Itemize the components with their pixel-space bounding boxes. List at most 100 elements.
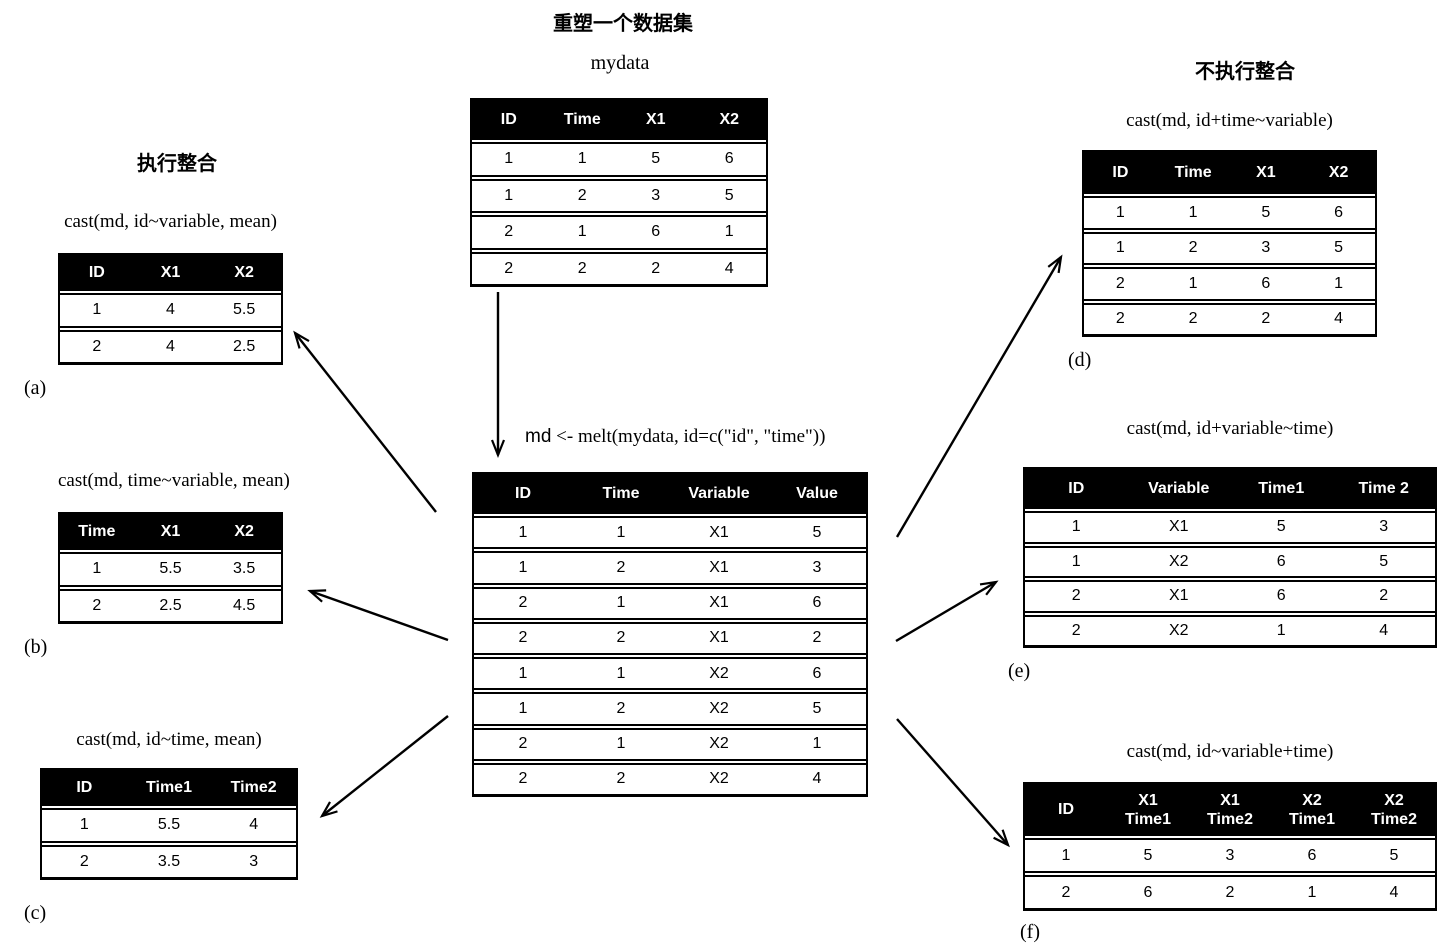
table-cell: 1 bbox=[616, 594, 626, 612]
column-header: ID bbox=[1068, 480, 1085, 498]
column-header: Time1 bbox=[146, 779, 192, 797]
column-header: ID bbox=[500, 111, 517, 129]
table-cell: 1 bbox=[92, 301, 102, 319]
table-cell: 6 bbox=[1334, 203, 1344, 221]
table-cell: 5 bbox=[1379, 552, 1389, 570]
table-cell: X2 bbox=[709, 699, 729, 717]
caption-table-f: cast(md, id~variable+time) bbox=[1126, 741, 1334, 762]
column-header: ID bbox=[1058, 801, 1074, 819]
column-header: X1 bbox=[645, 111, 666, 129]
table-cell: 3.5 bbox=[233, 560, 256, 578]
table-cell: 1 bbox=[518, 558, 528, 576]
table-cell: 2.5 bbox=[159, 596, 182, 614]
table-cell: 5 bbox=[724, 186, 734, 204]
table-cell: 4 bbox=[166, 301, 175, 319]
column-header: X2 bbox=[719, 111, 740, 129]
column-header: Variable bbox=[1148, 480, 1210, 498]
table-cell: 4 bbox=[1389, 883, 1399, 901]
table-cell: 5 bbox=[1389, 846, 1399, 864]
table-cell: 1 bbox=[518, 664, 528, 682]
table-cell: 5 bbox=[1334, 239, 1344, 257]
table-cell: 4.5 bbox=[233, 596, 256, 614]
table-cell: 5 bbox=[651, 150, 661, 168]
column-header: ID bbox=[1112, 164, 1129, 182]
column-header: X2 bbox=[234, 264, 254, 282]
table-cell: 3 bbox=[651, 186, 661, 204]
column-header: Time 2 bbox=[1358, 480, 1409, 498]
table-cell: 6 bbox=[1261, 274, 1271, 292]
left-section-heading: 执行整合 bbox=[137, 153, 217, 175]
column-header: ID bbox=[88, 264, 105, 282]
table-cell: X2 bbox=[709, 664, 729, 682]
table-cell: X2 bbox=[709, 770, 729, 788]
table-cell: 1 bbox=[1276, 621, 1286, 639]
table-cell: 2 bbox=[518, 735, 528, 753]
table-cell: 6 bbox=[812, 594, 822, 612]
table-cell: 5.5 bbox=[233, 301, 256, 319]
table-cell: 6 bbox=[724, 150, 734, 168]
table-cell: 2 bbox=[1071, 621, 1081, 639]
table-cell: 1 bbox=[724, 223, 734, 241]
table-cell: X2 bbox=[1168, 552, 1189, 570]
table-cell: 4 bbox=[724, 259, 734, 277]
table-cell: X1 bbox=[709, 558, 729, 576]
table-cell: 5 bbox=[1261, 203, 1271, 221]
table-cell: 3 bbox=[1379, 518, 1389, 536]
table-cell: 6 bbox=[1307, 846, 1317, 864]
table-cell: 2 bbox=[812, 629, 822, 647]
table-cell: 2 bbox=[616, 558, 626, 576]
table-cell: 6 bbox=[1276, 552, 1286, 570]
table-cell: 1 bbox=[1188, 203, 1198, 221]
table-cell: 2 bbox=[616, 629, 626, 647]
label-e: (e) bbox=[1008, 660, 1031, 682]
table-cell: X1 bbox=[709, 629, 729, 647]
table-cell: 2 bbox=[79, 852, 89, 870]
table-cell: 2.5 bbox=[233, 337, 256, 355]
column-header: ID bbox=[515, 485, 531, 503]
table-cell: X1 bbox=[709, 594, 729, 612]
table-cell: 2 bbox=[1115, 310, 1125, 328]
table-cell: 1 bbox=[1071, 552, 1081, 570]
table-cell: 6 bbox=[651, 223, 661, 241]
column-header: X2 bbox=[1328, 164, 1349, 182]
page-title: 重塑一个数据集 bbox=[553, 13, 693, 35]
right-section-heading: 不执行整合 bbox=[1195, 61, 1295, 83]
table-cell: 2 bbox=[518, 594, 528, 612]
table-cell: X1 bbox=[709, 523, 729, 541]
table-cell: 4 bbox=[1334, 310, 1344, 328]
table-cell: 1 bbox=[79, 816, 89, 834]
table-cell: 6 bbox=[1276, 587, 1286, 605]
table-cell: 5.5 bbox=[159, 560, 182, 578]
arrow-md-to-table-a bbox=[293, 330, 437, 513]
table-cell: 1 bbox=[1115, 239, 1125, 257]
label-d: (d) bbox=[1068, 349, 1092, 371]
table-row: 2 1 X1 6 bbox=[474, 586, 866, 620]
table-row: 1 X2 6 5 bbox=[1025, 545, 1435, 578]
table-cell: 1 bbox=[504, 150, 514, 168]
table-cell: 2 bbox=[577, 186, 587, 204]
table-cell: 1 bbox=[1307, 883, 1317, 901]
table-cell: 1 bbox=[518, 523, 528, 541]
arrow-md-to-table-e bbox=[895, 580, 999, 643]
